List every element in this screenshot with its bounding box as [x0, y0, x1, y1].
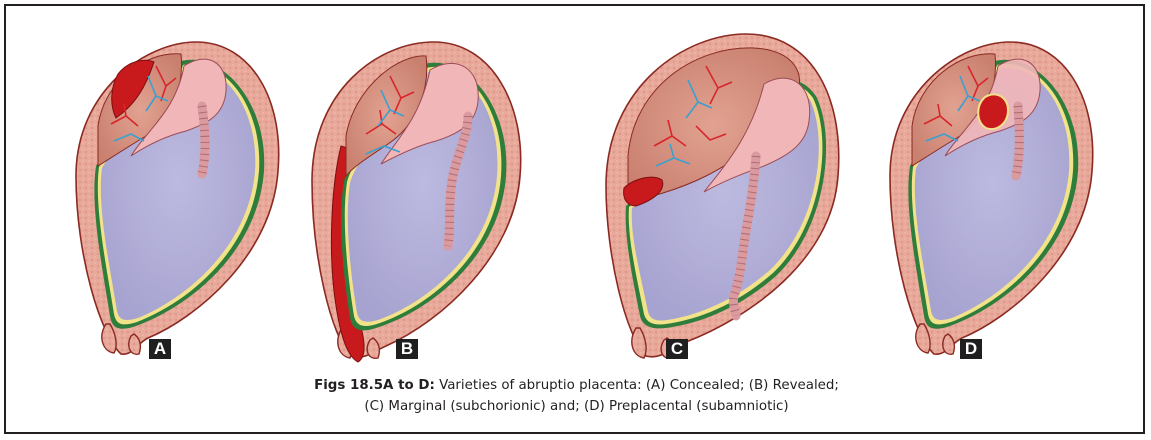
- panel-c-uterus: [606, 34, 839, 358]
- panel-label-c: C: [666, 339, 688, 359]
- caption-line-1-text: Varieties of abruptio placenta: (A) Conc…: [435, 378, 839, 393]
- panel-b-uterus: [312, 42, 521, 362]
- panel-a-umbilical-cord: [202, 106, 205, 174]
- panel-d-uterus: [890, 42, 1093, 354]
- caption-figure-number: Figs 18.5A to D:: [314, 378, 435, 393]
- panel-label-d: D: [960, 339, 982, 359]
- panel-label-b: B: [396, 339, 418, 359]
- panel-d-umbilical-cord: [1016, 106, 1019, 176]
- panel-a-uterus: [76, 42, 279, 354]
- caption-line-1: Figs 18.5A to D: Varieties of abruptio p…: [6, 375, 1147, 396]
- abruptio-placenta-illustration: [6, 6, 1147, 436]
- panel-label-a: A: [149, 339, 171, 359]
- figure-caption: Figs 18.5A to D: Varieties of abruptio p…: [6, 375, 1147, 417]
- caption-line-2: (C) Marginal (subchorionic) and; (D) Pre…: [6, 396, 1147, 417]
- figure-frame: A B C D Figs 18.5A to D: Varieties of ab…: [4, 4, 1145, 434]
